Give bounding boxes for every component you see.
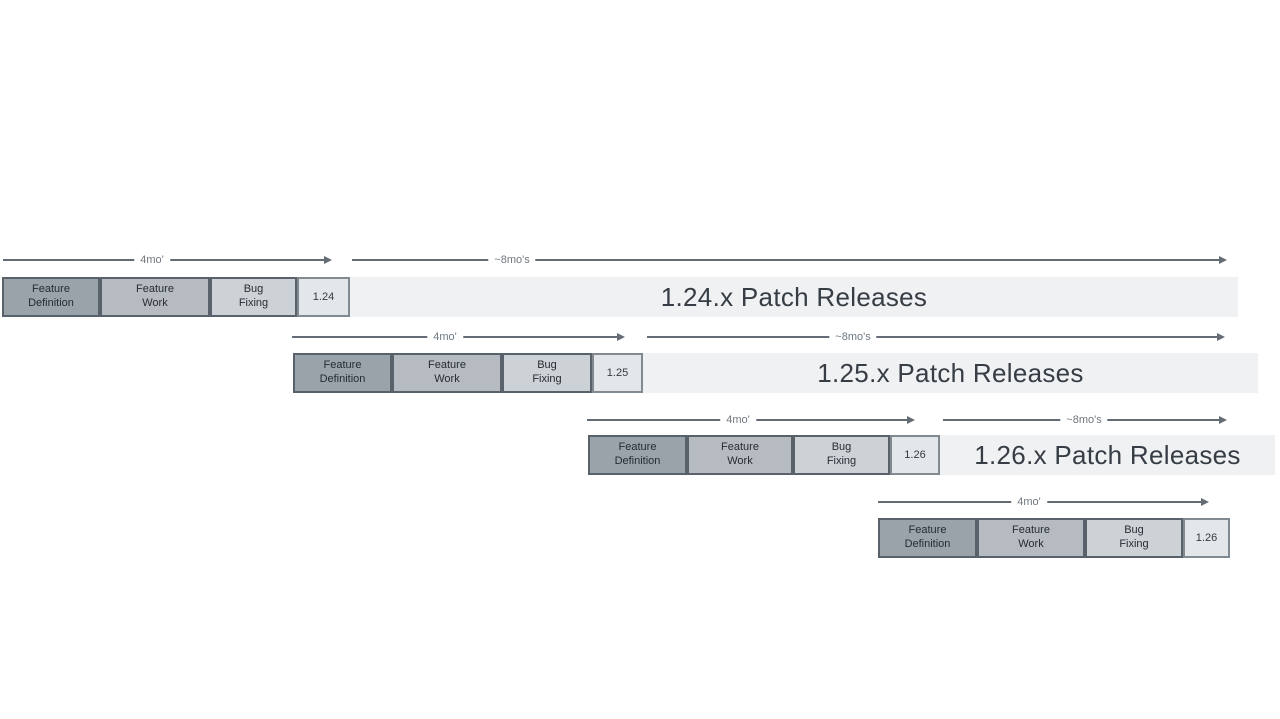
patch-cycle-arrow: ~8mo's xyxy=(647,331,1225,343)
phase-box-feature-definition: Feature Definition xyxy=(878,518,977,558)
arrow-label: 4mo' xyxy=(720,414,756,426)
phase-box-feature-work: Feature Work xyxy=(687,435,793,475)
dev-cycle-arrow: 4mo' xyxy=(878,496,1209,508)
dev-cycle-arrow: 4mo' xyxy=(587,414,915,426)
phase-box-feature-definition: Feature Definition xyxy=(293,353,392,393)
patch-releases-bar: 1.25.x Patch Releases xyxy=(643,353,1258,393)
arrow-label: 4mo' xyxy=(134,254,170,266)
arrow-label: ~8mo's xyxy=(488,254,536,266)
patch-cycle-arrow: ~8mo's xyxy=(352,254,1227,266)
arrowhead-icon xyxy=(1219,256,1227,264)
arrow-line xyxy=(352,259,1225,261)
arrow-label: 4mo' xyxy=(427,331,463,343)
version-box: 1.24 xyxy=(297,277,350,317)
version-box: 1.26 xyxy=(1183,518,1230,558)
phase-box-feature-work: Feature Work xyxy=(392,353,502,393)
arrow-label: ~8mo's xyxy=(829,331,877,343)
phase-box-feature-definition: Feature Definition xyxy=(2,277,100,317)
patch-releases-bar: 1.26.x Patch Releases xyxy=(940,435,1275,475)
arrow-line xyxy=(647,336,1223,338)
arrowhead-icon xyxy=(1219,416,1227,424)
arrowhead-icon xyxy=(617,333,625,341)
arrowhead-icon xyxy=(324,256,332,264)
patch-releases-bar: 1.24.x Patch Releases xyxy=(350,277,1238,317)
phase-box-feature-work: Feature Work xyxy=(100,277,210,317)
arrow-label: 4mo' xyxy=(1011,496,1047,508)
arrowhead-icon xyxy=(1201,498,1209,506)
arrow-label: ~8mo's xyxy=(1060,414,1108,426)
phase-box-bug-fixing: Bug Fixing xyxy=(502,353,592,393)
version-box: 1.26 xyxy=(890,435,940,475)
phase-box-feature-definition: Feature Definition xyxy=(588,435,687,475)
phase-box-feature-work: Feature Work xyxy=(977,518,1085,558)
dev-cycle-arrow: 4mo' xyxy=(3,254,332,266)
phase-box-bug-fixing: Bug Fixing xyxy=(210,277,297,317)
patch-cycle-arrow: ~8mo's xyxy=(943,414,1227,426)
dev-cycle-arrow: 4mo' xyxy=(292,331,625,343)
phase-box-bug-fixing: Bug Fixing xyxy=(1085,518,1183,558)
arrowhead-icon xyxy=(907,416,915,424)
arrowhead-icon xyxy=(1217,333,1225,341)
phase-box-bug-fixing: Bug Fixing xyxy=(793,435,890,475)
version-box: 1.25 xyxy=(592,353,643,393)
